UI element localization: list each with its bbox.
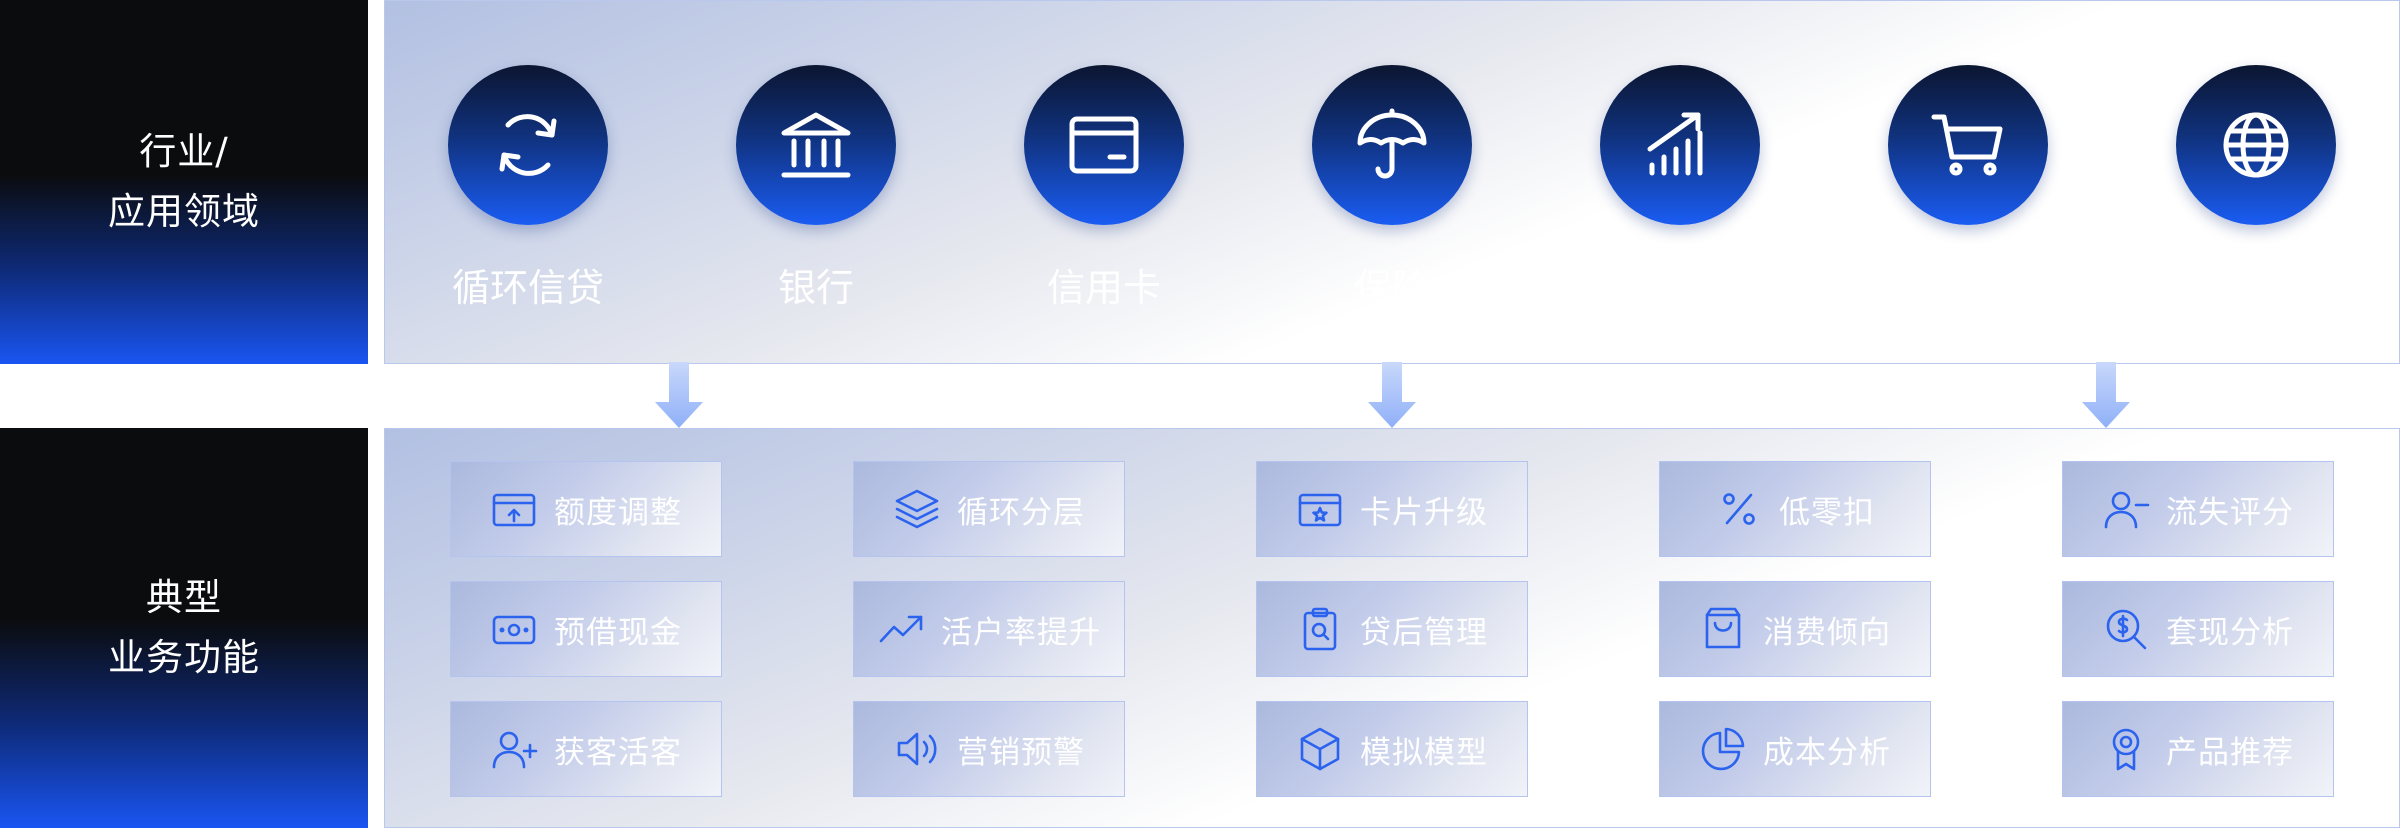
speaker-icon	[897, 732, 937, 766]
functions-section-title: 典型 业务功能	[108, 568, 260, 688]
industry-panel: 循环信贷 银行 信用卡 保险	[384, 0, 2400, 364]
function-tile-card-upgrade[interactable]: 卡片升级	[1256, 461, 1528, 557]
layers-icon	[895, 489, 939, 529]
industry-label: 信用卡	[1046, 266, 1161, 310]
function-label: 卡片升级	[1360, 494, 1488, 531]
industry-icon-circle	[1312, 65, 1472, 225]
functions-section-header: 典型 业务功能	[0, 428, 368, 828]
industry-section-header: 行业/ 应用领域	[0, 0, 368, 364]
function-label: 套现分析	[2166, 614, 2294, 651]
function-label: 活户率提升	[941, 614, 1101, 651]
industry-label: 证券	[1641, 266, 1718, 310]
industry-item-retail[interactable]: 零售	[1888, 65, 2048, 312]
function-tile-marketing-alert[interactable]: 营销预警	[853, 701, 1125, 797]
globe-icon	[2223, 112, 2289, 178]
industry-icon-circle	[2176, 65, 2336, 225]
function-tile-post-loan-management[interactable]: 贷后管理	[1256, 581, 1528, 677]
function-label: 获客活客	[554, 734, 682, 771]
card-upload-icon	[492, 493, 536, 527]
industry-label: 互联网	[2198, 266, 2313, 310]
industry-title-line-1: 行业/	[139, 130, 229, 173]
down-arrow-icon	[1368, 362, 1416, 428]
user-minus-icon	[2104, 491, 2150, 529]
industry-label: 零售	[1929, 266, 2006, 310]
industry-item-securities[interactable]: 证券	[1600, 65, 1760, 312]
shopping-bag-icon	[1705, 607, 1741, 649]
function-tile-churn-score[interactable]: 流失评分	[2062, 461, 2334, 557]
industry-label: 保险	[1353, 266, 1430, 310]
function-label: 消费倾向	[1763, 614, 1891, 651]
dollar-search-icon	[2106, 609, 2147, 650]
function-label: 循环分层	[957, 494, 1085, 531]
award-icon	[2112, 728, 2140, 771]
industry-icon-circle	[1600, 65, 1760, 225]
function-tile-cost-analysis[interactable]: 成本分析	[1659, 701, 1931, 797]
trend-up-icon	[879, 615, 923, 643]
functions-panel: 额度调整 预借现金 获客活客 循环分层 活户率提	[384, 428, 2400, 828]
user-add-icon	[492, 731, 538, 769]
function-tile-revolving-tiering[interactable]: 循环分层	[853, 461, 1125, 557]
card-star-icon	[1298, 493, 1342, 527]
umbrella-icon	[1357, 108, 1427, 179]
function-tile-active-rate-boost[interactable]: 活户率提升	[853, 581, 1125, 677]
shopping-cart-icon	[1931, 114, 2003, 176]
industry-title-line-2: 应用领域	[108, 190, 260, 233]
function-tile-consumption-propensity[interactable]: 消费倾向	[1659, 581, 1931, 677]
functions-title-line-1: 典型	[146, 576, 222, 619]
clipboard-search-icon	[1303, 607, 1337, 651]
functions-title-line-2: 业务功能	[108, 636, 260, 679]
industry-icon-circle	[736, 65, 896, 225]
function-label: 产品推荐	[2166, 734, 2294, 771]
function-label: 模拟模型	[1360, 734, 1488, 771]
industry-section-title: 行业/ 应用领域	[108, 122, 260, 242]
cash-icon	[492, 615, 536, 645]
industry-icon-circle	[1888, 65, 2048, 225]
function-tile-credit-limit-adjust[interactable]: 额度调整	[450, 461, 722, 557]
industry-item-bank[interactable]: 银行	[736, 65, 896, 312]
function-tile-customer-acquisition[interactable]: 获客活客	[450, 701, 722, 797]
industry-label: 银行	[777, 266, 854, 310]
function-tile-product-recommendation[interactable]: 产品推荐	[2062, 701, 2334, 797]
percent-icon	[1723, 493, 1755, 525]
function-tile-low-discount[interactable]: 低零扣	[1659, 461, 1931, 557]
refresh-icon	[499, 114, 557, 176]
function-tile-cash-advance[interactable]: 预借现金	[450, 581, 722, 677]
function-label: 低零扣	[1779, 494, 1875, 531]
credit-card-icon	[1069, 116, 1139, 174]
growth-chart-icon	[1647, 112, 1703, 176]
industry-item-revolving-credit[interactable]: 循环信贷	[448, 65, 608, 312]
function-label: 成本分析	[1763, 734, 1891, 771]
cube-icon	[1300, 727, 1340, 771]
function-label: 贷后管理	[1360, 614, 1488, 651]
function-label: 额度调整	[554, 494, 682, 531]
industry-icon-circle	[1024, 65, 1184, 225]
pie-chart-icon	[1701, 727, 1745, 771]
bank-icon	[781, 112, 851, 178]
down-arrow-icon	[2082, 362, 2130, 428]
function-label: 流失评分	[2166, 494, 2294, 531]
function-tile-simulation-model[interactable]: 模拟模型	[1256, 701, 1528, 797]
down-arrow-icon	[655, 362, 703, 428]
function-label: 营销预警	[957, 734, 1085, 771]
industry-icon-circle	[448, 65, 608, 225]
function-label: 预借现金	[554, 614, 682, 651]
function-tile-cash-out-analysis[interactable]: 套现分析	[2062, 581, 2334, 677]
industry-item-credit-card[interactable]: 信用卡	[1024, 65, 1184, 312]
industry-label: 循环信贷	[451, 266, 604, 310]
industry-item-internet[interactable]: 互联网	[2176, 65, 2336, 312]
industry-item-insurance[interactable]: 保险	[1312, 65, 1472, 312]
